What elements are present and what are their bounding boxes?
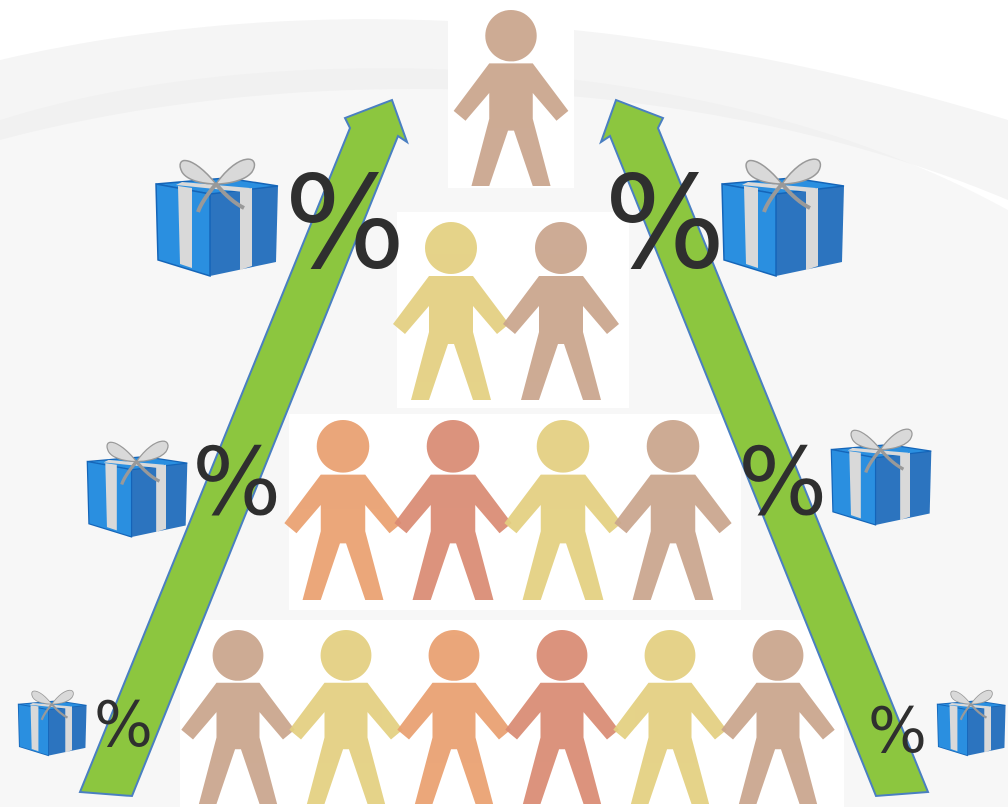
person-icon [613, 629, 727, 804]
row-4-backdrop [180, 620, 844, 807]
person-icon [289, 629, 403, 804]
person-icon [721, 629, 835, 804]
gift-box-left-mid-icon [86, 440, 188, 538]
person-icon [504, 420, 622, 600]
percent-sign-right-top: % [604, 149, 726, 298]
person-icon [284, 420, 402, 600]
person-icon [614, 420, 732, 600]
gift-box-left-bottom-icon [17, 689, 87, 757]
gift-box-right-top-icon [721, 158, 845, 278]
gift-box-right-bottom-icon [936, 689, 1006, 757]
person-icon [394, 420, 512, 600]
right-up-arrow-icon [599, 98, 930, 798]
person-icon [453, 9, 569, 186]
person-icon [181, 629, 295, 804]
percent-sign-left-bottom: % [94, 688, 153, 761]
percent-sign-left-top: % [284, 149, 406, 298]
percent-sign-right-mid: % [738, 428, 828, 537]
person-icon [393, 222, 509, 400]
person-icon [503, 222, 619, 400]
person-icon [397, 629, 511, 804]
left-up-arrow-icon [78, 98, 409, 798]
percent-sign-right-bottom: % [868, 694, 927, 767]
percent-sign-left-mid: % [192, 428, 282, 537]
pyramid-figures [181, 9, 835, 804]
gift-box-right-mid-icon [830, 428, 932, 526]
person-icon [505, 629, 619, 804]
gift-box-left-top-icon [155, 158, 279, 278]
